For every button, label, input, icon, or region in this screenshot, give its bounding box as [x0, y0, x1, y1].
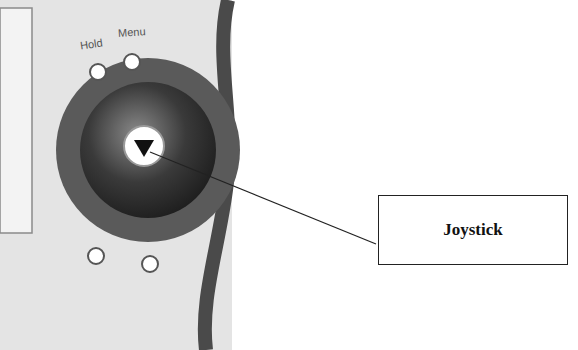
- pointer-arrowhead: [134, 140, 154, 157]
- button: [90, 64, 106, 80]
- panel-face: [0, 0, 232, 350]
- callout-text: Joystick: [443, 220, 503, 240]
- button: [88, 248, 104, 264]
- leader-line: [150, 152, 376, 244]
- side-inset: [0, 8, 32, 233]
- callout-box: Joystick: [378, 195, 568, 265]
- button: [124, 54, 140, 70]
- joystick-ring: [56, 58, 240, 242]
- button-label: Menu: [118, 25, 146, 39]
- joystick-cap: [124, 126, 164, 166]
- joystick-well: [80, 82, 216, 218]
- button: [142, 256, 158, 272]
